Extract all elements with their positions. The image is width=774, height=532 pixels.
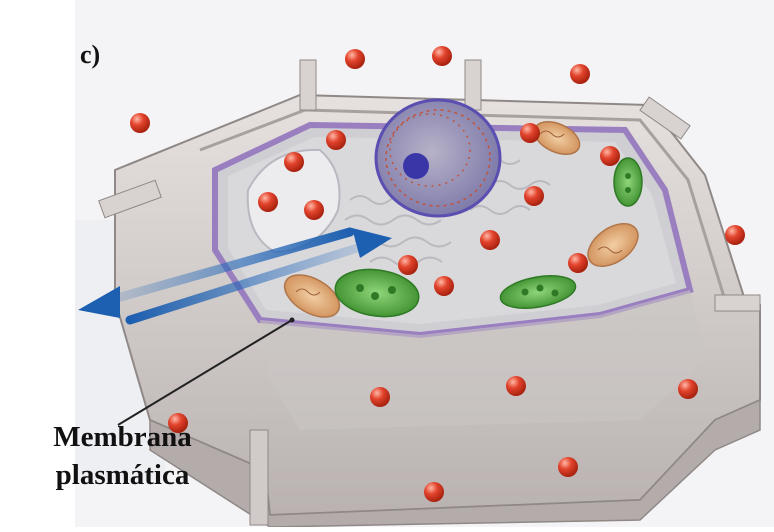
red-sphere-icon xyxy=(678,379,698,399)
red-sphere-icon xyxy=(570,64,590,84)
red-sphere-icon xyxy=(345,49,365,69)
wall-junction xyxy=(715,295,760,311)
red-sphere-icon xyxy=(480,230,500,250)
panel-label: c) xyxy=(80,40,100,70)
wall-junction xyxy=(300,60,316,110)
callout-label-line1: Membrana xyxy=(0,418,245,456)
red-sphere-icon xyxy=(304,200,324,220)
wall-junction xyxy=(250,430,268,525)
red-sphere-icon xyxy=(398,255,418,275)
red-sphere-icon xyxy=(326,130,346,150)
red-sphere-icon xyxy=(568,253,588,273)
red-sphere-icon xyxy=(600,146,620,166)
red-sphere-icon xyxy=(424,482,444,502)
nucleolus xyxy=(403,153,429,179)
red-sphere-icon xyxy=(524,186,544,206)
red-sphere-icon xyxy=(284,152,304,172)
red-sphere-icon xyxy=(506,376,526,396)
wall-junction xyxy=(465,60,481,110)
red-sphere-icon xyxy=(370,387,390,407)
callout-leader-dot xyxy=(290,318,295,323)
nucleus xyxy=(376,100,500,216)
red-sphere-icon xyxy=(520,123,540,143)
plasma-membrane-label: Membrana plasmática xyxy=(0,418,245,494)
red-sphere-icon xyxy=(558,457,578,477)
callout-label-line2: plasmática xyxy=(0,456,245,494)
red-sphere-icon xyxy=(432,46,452,66)
red-sphere-icon xyxy=(434,276,454,296)
red-sphere-icon xyxy=(258,192,278,212)
red-sphere-icon xyxy=(725,225,745,245)
red-sphere-icon xyxy=(130,113,150,133)
